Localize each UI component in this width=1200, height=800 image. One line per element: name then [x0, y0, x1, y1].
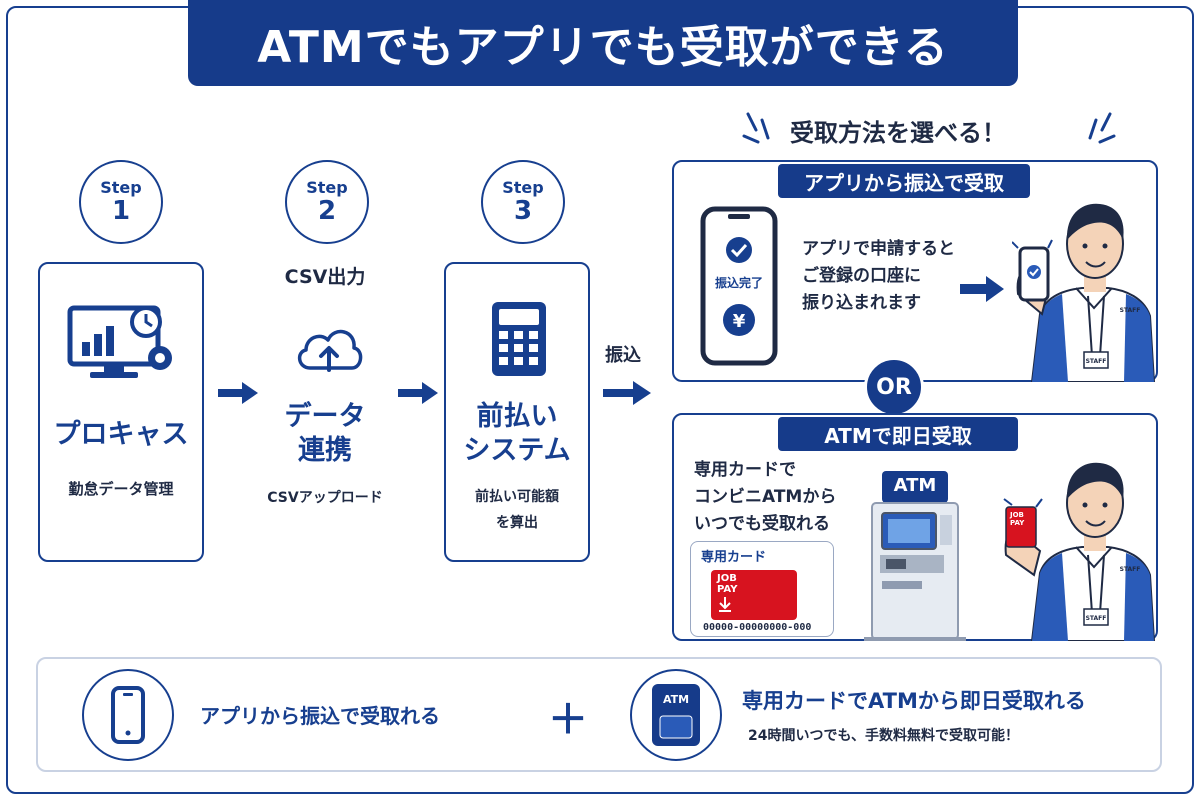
app-option-header: アプリから振込で受取 — [778, 164, 1030, 198]
step-1-number: 1 — [111, 196, 131, 226]
step-1-badge: Step 1 — [79, 160, 163, 244]
dedicated-card-title: 専用カード — [701, 550, 767, 565]
page-title: ATMでもアプリでも受取ができる — [188, 0, 1018, 86]
step-2-title-line1: データ — [284, 401, 366, 432]
jobpay-card: JOB PAY — [711, 570, 797, 620]
step-1-subtitle: 勤怠データ管理 — [68, 480, 174, 498]
card-number: 00000-00000000-000 — [703, 622, 812, 633]
step-2-title: データ 連携 — [250, 400, 400, 468]
step-2-subtitle: CSVアップロード — [267, 490, 383, 506]
dedicated-card-panel: 専用カード JOB PAY 00000-00000000-000 — [690, 541, 834, 637]
transfer-label: 振込 — [605, 345, 641, 366]
step-3-title-line2: システム — [463, 435, 571, 466]
staff-with-phone-illustration: STAFF STAFF — [1012, 203, 1156, 382]
step-3-subtitle-line2: を算出 — [496, 515, 538, 531]
app-option-card: アプリから振込で受取 ¥ 振込完了 アプリで申請すると ご登録の口座に 振り込ま… — [672, 160, 1158, 382]
sparkle-right-icon — [1088, 112, 1116, 144]
jobpay-card-brand-line1: JOB — [717, 573, 737, 584]
summary-atm-subtitle: 24時間いつでも、手数料無料で受取可能！ — [748, 728, 1020, 744]
step-3-word: Step — [502, 178, 544, 197]
or-badge: OR — [864, 357, 924, 417]
arrow-right-icon — [960, 276, 1004, 302]
app-desc-line3: 振り込まれます — [802, 293, 921, 313]
phone-status-label: 振込完了 — [714, 276, 763, 290]
monitor-analytics-icon — [67, 305, 172, 378]
download-arrow-icon — [719, 597, 731, 612]
atm-machine-illustration — [864, 471, 966, 641]
csv-output-label: CSV出力 — [284, 266, 366, 288]
cloud-upload-icon — [297, 329, 363, 372]
app-desc-line1: アプリで申請すると — [802, 239, 955, 259]
step-3-card: 前払い システム 前払い可能額 を算出 — [444, 262, 590, 562]
step-3-badge: Step 3 — [481, 160, 565, 244]
step-3-subtitle: 前払い可能額 を算出 — [446, 484, 588, 536]
arrow-right-icon — [218, 382, 258, 404]
atm-card-icon — [652, 684, 700, 746]
jobpay-card-brand-line2: PAY — [717, 584, 738, 595]
step-3-number: 3 — [513, 196, 533, 226]
step-1-word: Step — [100, 178, 142, 197]
atm-desc-line3: いつでも受取れる — [694, 514, 830, 534]
svg-text:STAFF: STAFF — [1086, 615, 1107, 622]
calculator-icon — [492, 302, 546, 376]
choose-method-label: 受取方法を選べる！ — [790, 119, 1006, 147]
step-2-badge: Step 2 — [285, 160, 369, 244]
atm-desc-line1: 専用カードで — [694, 460, 796, 480]
step-2-word: Step — [306, 178, 348, 197]
held-card-brand-line1: JOB — [1010, 511, 1024, 519]
held-card-brand: JOB PAY — [1010, 511, 1024, 527]
atm-option-header: ATMで即日受取 — [778, 417, 1018, 451]
staff-with-card-illustration: STAFF STAFF — [1003, 462, 1156, 641]
arrow-right-icon — [398, 382, 438, 404]
atm-option-card: ATMで即日受取 専用カードで コンビニATMから いつでも受取れる 専用カード… — [672, 413, 1158, 641]
step-3-title-line1: 前払い — [476, 401, 558, 432]
svg-text:¥: ¥ — [733, 311, 746, 332]
atm-sign: ATM — [893, 475, 937, 496]
summary-bar: アプリから振込で受取れる ＋ ATM 専用カードでATMから即日受取れる 24時… — [36, 657, 1162, 772]
jobpay-card-brand: JOB PAY — [717, 573, 737, 595]
summary-app-text: アプリから振込で受取れる — [200, 704, 440, 728]
atm-icon-circle — [630, 669, 722, 761]
svg-text:STAFF: STAFF — [1120, 566, 1141, 573]
step-1-title: プロキャス — [53, 419, 189, 450]
held-card-brand-line2: PAY — [1010, 519, 1025, 527]
svg-text:STAFF: STAFF — [1086, 358, 1107, 365]
step-3-subtitle-line1: 前払い可能額 — [475, 489, 559, 505]
app-option-description: アプリで申請すると ご登録の口座に 振り込まれます — [802, 236, 955, 317]
atm-icon-label: ATM — [662, 693, 690, 706]
svg-text:STAFF: STAFF — [1120, 307, 1141, 314]
phone-icon-circle — [82, 669, 174, 761]
sparkle-left-icon — [742, 112, 770, 144]
arrow-right-icon — [603, 381, 651, 405]
smartphone-icon: ¥ — [700, 206, 778, 366]
step-3-title: 前払い システム — [446, 400, 588, 468]
atm-desc-line2: コンビニATMから — [694, 487, 837, 507]
plus-icon: ＋ — [548, 697, 588, 743]
step-2-title-line2: 連携 — [298, 435, 352, 466]
smartphone-icon — [111, 686, 145, 744]
step-1-card: プロキャス 勤怠データ管理 — [38, 262, 204, 562]
atm-option-description: 専用カードで コンビニATMから いつでも受取れる — [694, 457, 836, 538]
summary-atm-title: 専用カードでATMから即日受取れる — [742, 689, 1086, 713]
step-2-number: 2 — [317, 196, 337, 226]
app-desc-line2: ご登録の口座に — [802, 266, 921, 286]
